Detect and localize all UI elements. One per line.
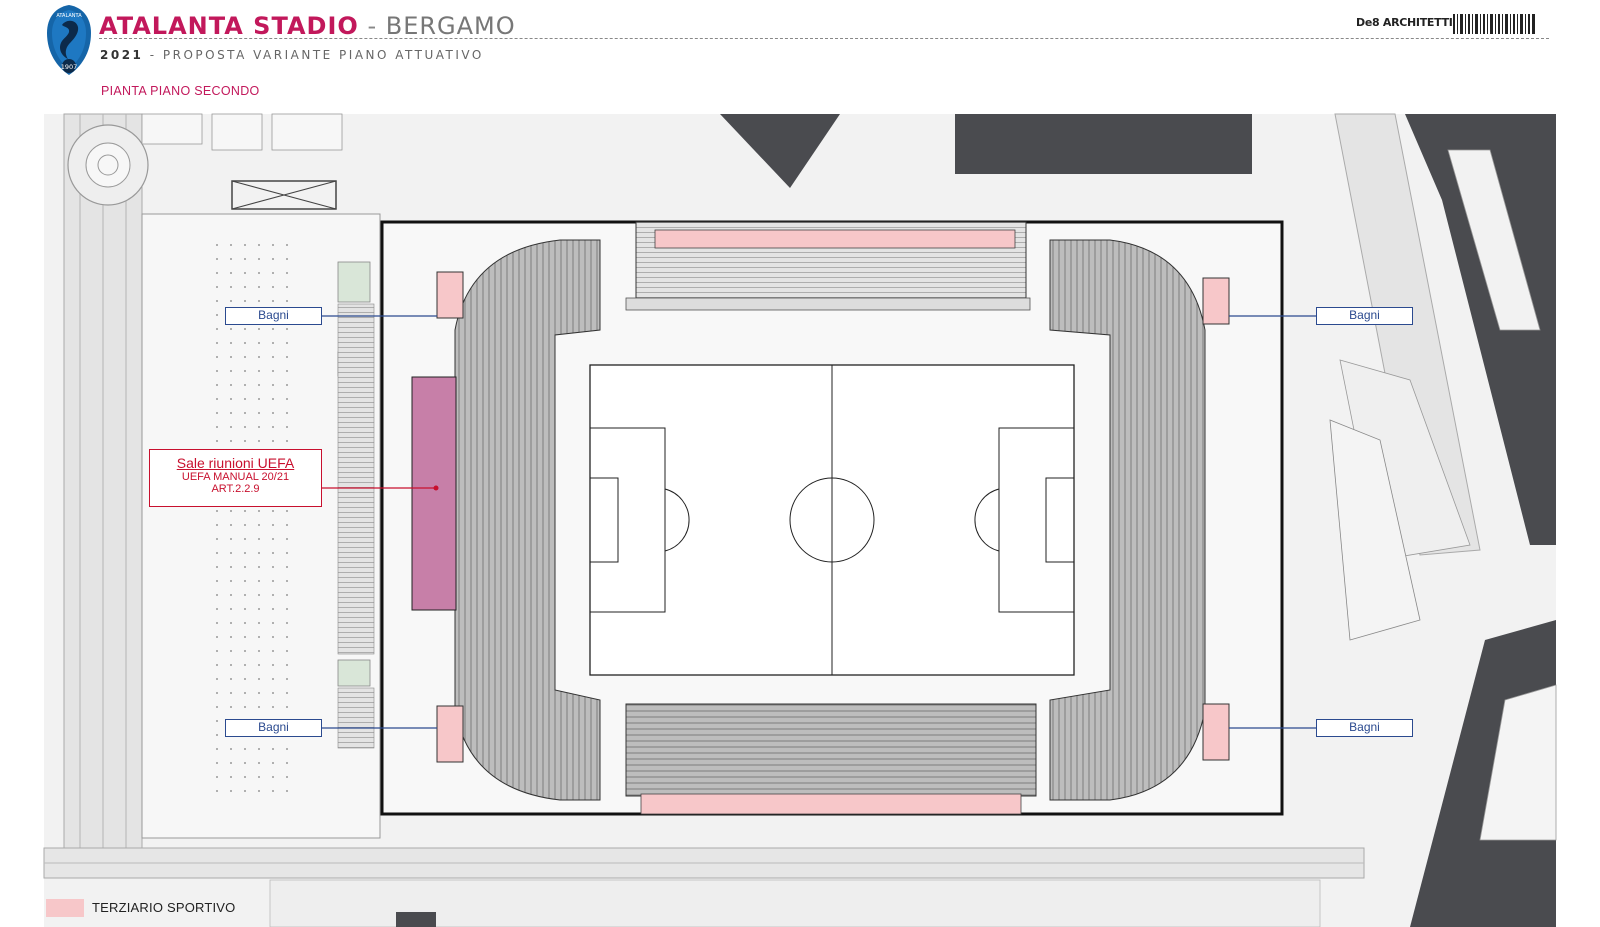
title-city: BERGAMO bbox=[385, 12, 516, 40]
seat-strip-west-top bbox=[337, 303, 375, 655]
firm-name: De8 ARCHITETTI bbox=[1356, 16, 1453, 29]
stand-west bbox=[454, 239, 601, 801]
logo-top: ATALANTA bbox=[56, 13, 82, 19]
atalanta-logo-icon: 1907 ATALANTA bbox=[47, 5, 91, 75]
bagni-callout-top-right: Bagni bbox=[1316, 307, 1413, 325]
legend-swatch-terziario bbox=[46, 899, 84, 917]
bagni-callout-bottom-right: Bagni bbox=[1316, 719, 1413, 737]
title-main: ATALANTA STADIO bbox=[99, 12, 359, 40]
bagni-callout-top-left: Bagni bbox=[225, 307, 322, 325]
toilet-se bbox=[1202, 703, 1230, 761]
centre-circle bbox=[789, 477, 875, 563]
bagni-callout-bottom-left: Bagni bbox=[225, 719, 322, 737]
leader-lines bbox=[320, 315, 1316, 729]
header-divider bbox=[99, 38, 1549, 39]
plan-title: PIANTA PIANO SECONDO bbox=[101, 84, 260, 98]
uefa-callout-article: ART.2.2.9 bbox=[211, 483, 260, 495]
terziario-north bbox=[654, 229, 1016, 249]
toilet-sw bbox=[436, 705, 464, 763]
stand-south bbox=[625, 703, 1037, 797]
green-block-top bbox=[337, 261, 371, 303]
uefa-room bbox=[411, 376, 457, 611]
logo-year: 1907 bbox=[61, 63, 78, 71]
uefa-callout-manual: UEFA MANUAL 20/21 bbox=[181, 471, 290, 483]
stadium bbox=[380, 220, 1284, 816]
uefa-callout: Sale riunioni UEFA UEFA MANUAL 20/21 ART… bbox=[149, 449, 322, 507]
toilet-nw bbox=[436, 271, 464, 319]
seat-strip-west-bottom bbox=[337, 687, 375, 749]
subtitle-year: 2021 bbox=[100, 48, 144, 62]
canopy-west bbox=[231, 180, 337, 210]
page-subtitle: 2021 - PROPOSTA VARIANTE PIANO ATTUATIVO bbox=[100, 48, 484, 62]
uefa-callout-title: Sale riunioni UEFA bbox=[176, 455, 295, 471]
legend-label-terziario: TERZIARIO SPORTIVO bbox=[92, 900, 236, 915]
title-separator: - bbox=[358, 12, 386, 40]
page-title: ATALANTA STADIO - BERGAMO bbox=[99, 10, 516, 42]
green-block-bottom bbox=[337, 659, 371, 687]
barcode-icon bbox=[1453, 14, 1535, 34]
dark-building-north-1 bbox=[720, 114, 840, 188]
goal-area-east bbox=[1045, 477, 1075, 563]
terziario-south bbox=[640, 793, 1022, 815]
subtitle-text: - PROPOSTA VARIANTE PIANO ATTUATIVO bbox=[143, 48, 484, 62]
dark-building-north-2 bbox=[955, 114, 1252, 174]
dark-building-east bbox=[1405, 114, 1556, 545]
stand-east bbox=[1049, 239, 1206, 801]
toilet-ne bbox=[1202, 277, 1230, 325]
goal-area-west bbox=[589, 477, 619, 563]
